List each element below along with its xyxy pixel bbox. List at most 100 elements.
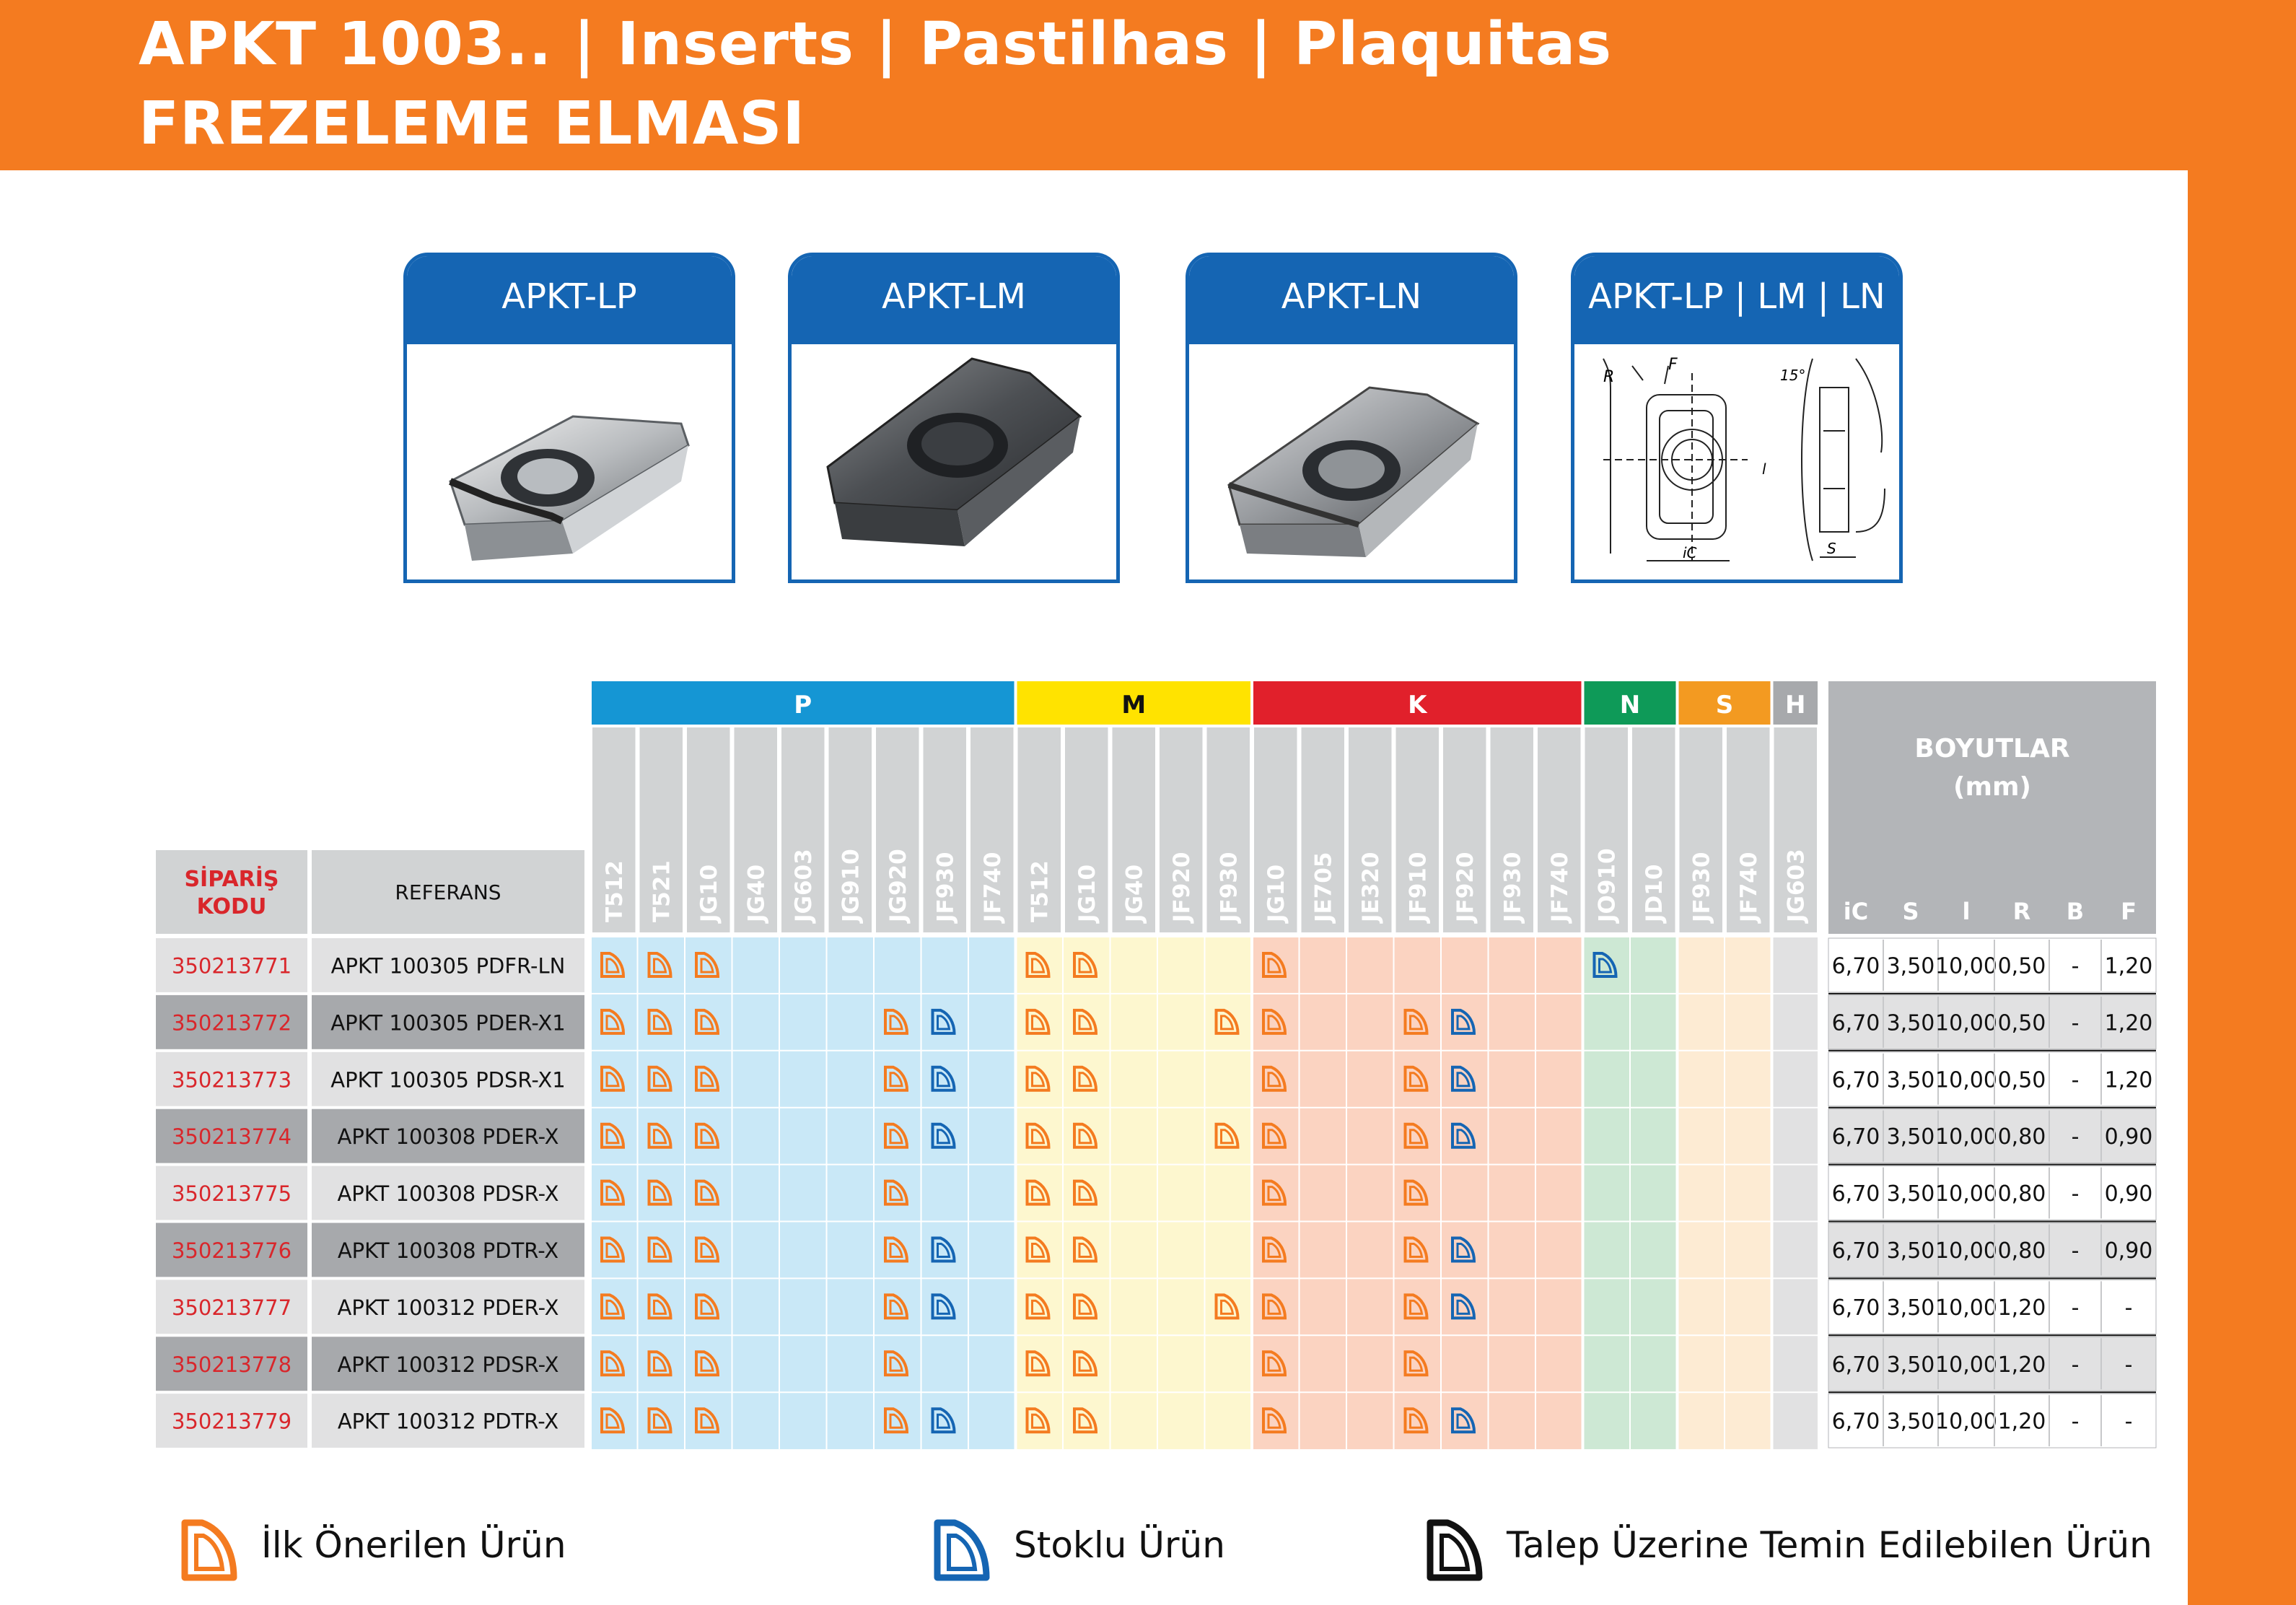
reference: APKT 100305 PDFR-LN [331, 953, 566, 978]
dimension-value: 3,50 [1887, 1409, 1935, 1435]
grade-header-cell [687, 727, 730, 932]
dimension-value: 6,70 [1832, 1295, 1880, 1321]
grade-header-cell [1443, 727, 1486, 932]
dimension-value: 3,50 [1887, 1124, 1935, 1150]
dimension-value: 6,70 [1832, 1409, 1880, 1435]
recommended-mark-icon [1073, 1179, 1098, 1206]
dim-col-header: iC [1844, 898, 1868, 925]
recommended-mark-icon [1403, 1179, 1429, 1206]
drawing-label-angle: 15° [1780, 367, 1805, 384]
recommended-mark-icon [695, 1293, 720, 1320]
code-header-cell [156, 850, 307, 934]
recommended-mark-icon [1073, 1350, 1098, 1377]
recommended-mark-icon [695, 952, 720, 978]
dimension-value: 10,00 [1935, 1238, 1997, 1264]
recommended-mark-icon [1262, 1236, 1287, 1263]
stock-mark-icon [931, 1407, 956, 1434]
card-title: APKT-LP | LM | LN [1574, 256, 1899, 344]
order-code-cell [156, 1280, 307, 1334]
recommended-mark-icon [647, 1407, 672, 1434]
recommended-mark-icon [600, 1008, 626, 1035]
reference-cell [312, 1280, 584, 1334]
card-apkt-ln: APKT-LN [1186, 253, 1517, 583]
recommended-mark-icon [600, 1122, 626, 1149]
card-title: APKT-LN [1189, 256, 1514, 344]
grade-label: JG10 [1263, 865, 1289, 924]
grade-header-cell [828, 727, 872, 932]
dimension-value: 3,50 [1887, 1238, 1935, 1264]
dimension-value: 0,90 [2105, 1124, 2153, 1150]
material-group-label: S [1716, 691, 1734, 720]
reference-cell [312, 1337, 584, 1391]
dimension-value: 0,50 [1998, 1010, 2046, 1036]
drawing-label-f: F [1668, 356, 1678, 374]
dimension-value: 0,50 [1998, 1067, 2046, 1093]
grade-header-cell [1538, 727, 1581, 932]
recommended-mark-icon [647, 1008, 672, 1035]
grade-label: JF740 [1547, 852, 1573, 924]
recommended-mark-icon [1403, 1407, 1429, 1434]
grade-label: JF930 [1688, 852, 1714, 924]
dimension-value: - [2072, 1238, 2080, 1264]
recommended-mark-icon [884, 1350, 909, 1377]
material-group-body [1253, 937, 1582, 1450]
recommended-mark-icon [1214, 1293, 1240, 1320]
recommended-mark-icon [1025, 1236, 1051, 1263]
dimension-value: - [2072, 1352, 2080, 1378]
grade-label: JF920 [1452, 852, 1478, 924]
grade-label: JG10 [1074, 865, 1100, 924]
card-title: APKT-LM [792, 256, 1116, 344]
order-code: 350213772 [172, 1010, 292, 1035]
grade-header-cell [923, 727, 966, 932]
grade-header-cell [970, 727, 1014, 932]
dim-col-header: F [2121, 898, 2137, 925]
order-code-cell [156, 994, 307, 1049]
legend-label: Talep Üzerine Temin Edilebilen Ürün [1507, 1524, 2152, 1566]
dimension-value: 1,20 [1998, 1295, 2046, 1321]
material-group-body [1773, 937, 1818, 1450]
reference: APKT 100308 PDTR-X [338, 1238, 558, 1263]
insert-lm-image [826, 357, 1082, 546]
grade-label: JF740 [1736, 852, 1762, 924]
grade-header-cell [1395, 727, 1439, 932]
dimension-value: 6,70 [1832, 1010, 1880, 1036]
recommended-mark-icon [1214, 1122, 1240, 1149]
grade-label: JF930 [1499, 852, 1525, 924]
stock-mark-icon [931, 1008, 956, 1035]
material-group-header [1253, 681, 1582, 725]
stock-mark-icon [931, 1122, 956, 1149]
material-group-header [1773, 681, 1818, 725]
recommended-mark-icon [1262, 1179, 1287, 1206]
order-code-cell [156, 1337, 307, 1391]
recommended-mark-icon [695, 1179, 720, 1206]
dimension-value: - [2072, 1067, 2080, 1093]
dimension-value: - [2125, 1352, 2133, 1378]
recommended-mark-icon [695, 1122, 720, 1149]
order-code: 350213779 [172, 1409, 292, 1434]
recommended-mark-icon [1025, 1008, 1051, 1035]
grade-label: JF930 [932, 852, 958, 924]
recommended-mark-icon [1025, 952, 1051, 978]
order-code-cell [156, 938, 307, 992]
stock-mark-icon [1451, 1008, 1476, 1035]
reference: APKT 100312 PDSR-X [337, 1352, 558, 1377]
material-group-label: H [1785, 691, 1805, 720]
stock-mark-icon [931, 1293, 956, 1320]
blue-insert-icon [934, 1519, 990, 1581]
dimension-value: 6,70 [1832, 953, 1880, 979]
material-group-header [592, 681, 1015, 725]
black-insert-icon [1427, 1519, 1483, 1581]
recommended-mark-icon [884, 1065, 909, 1092]
recommended-mark-icon [1262, 1065, 1287, 1092]
dimension-value: 3,50 [1887, 1181, 1935, 1207]
grade-label: T512 [1027, 860, 1053, 922]
order-code: 350213771 [172, 953, 292, 978]
stock-mark-icon [1451, 1122, 1476, 1149]
grade-header-cell [639, 727, 683, 932]
header-band [0, 0, 2296, 170]
grade-header-cell [1679, 727, 1722, 932]
grade-header-cell [592, 727, 636, 932]
recommended-mark-icon [647, 1236, 672, 1263]
dimension-value: 6,70 [1832, 1352, 1880, 1378]
recommended-mark-icon [1262, 1008, 1287, 1035]
